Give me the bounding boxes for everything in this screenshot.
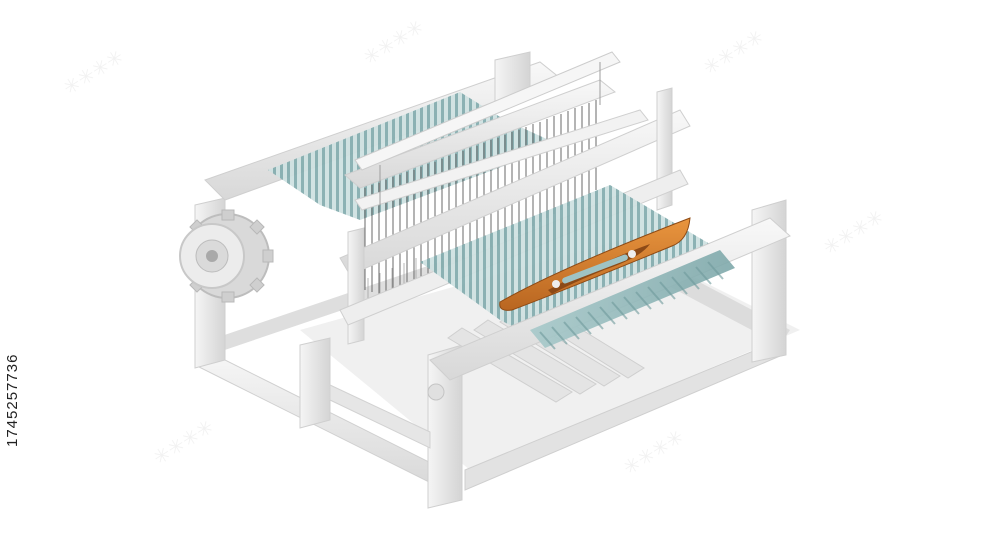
warp-threads-front: [420, 185, 720, 340]
ratchet-gear-icon: [179, 209, 274, 303]
cloth-stripes: [539, 261, 724, 350]
beater-post-left: [347, 227, 365, 345]
top-roller-bar: [354, 51, 621, 171]
upright-left-front: [299, 337, 331, 429]
shuttle-icon: [499, 217, 691, 311]
beam-knob: [427, 383, 445, 401]
base-rail-back: [195, 255, 475, 355]
beater-frame-top: [339, 109, 691, 276]
stock-image-id: 1745257736: [4, 353, 21, 447]
heddle-shaft-top: [344, 79, 616, 189]
base-front-crossbar: [329, 384, 431, 449]
heddle-frame-upper-rail: [354, 109, 649, 211]
